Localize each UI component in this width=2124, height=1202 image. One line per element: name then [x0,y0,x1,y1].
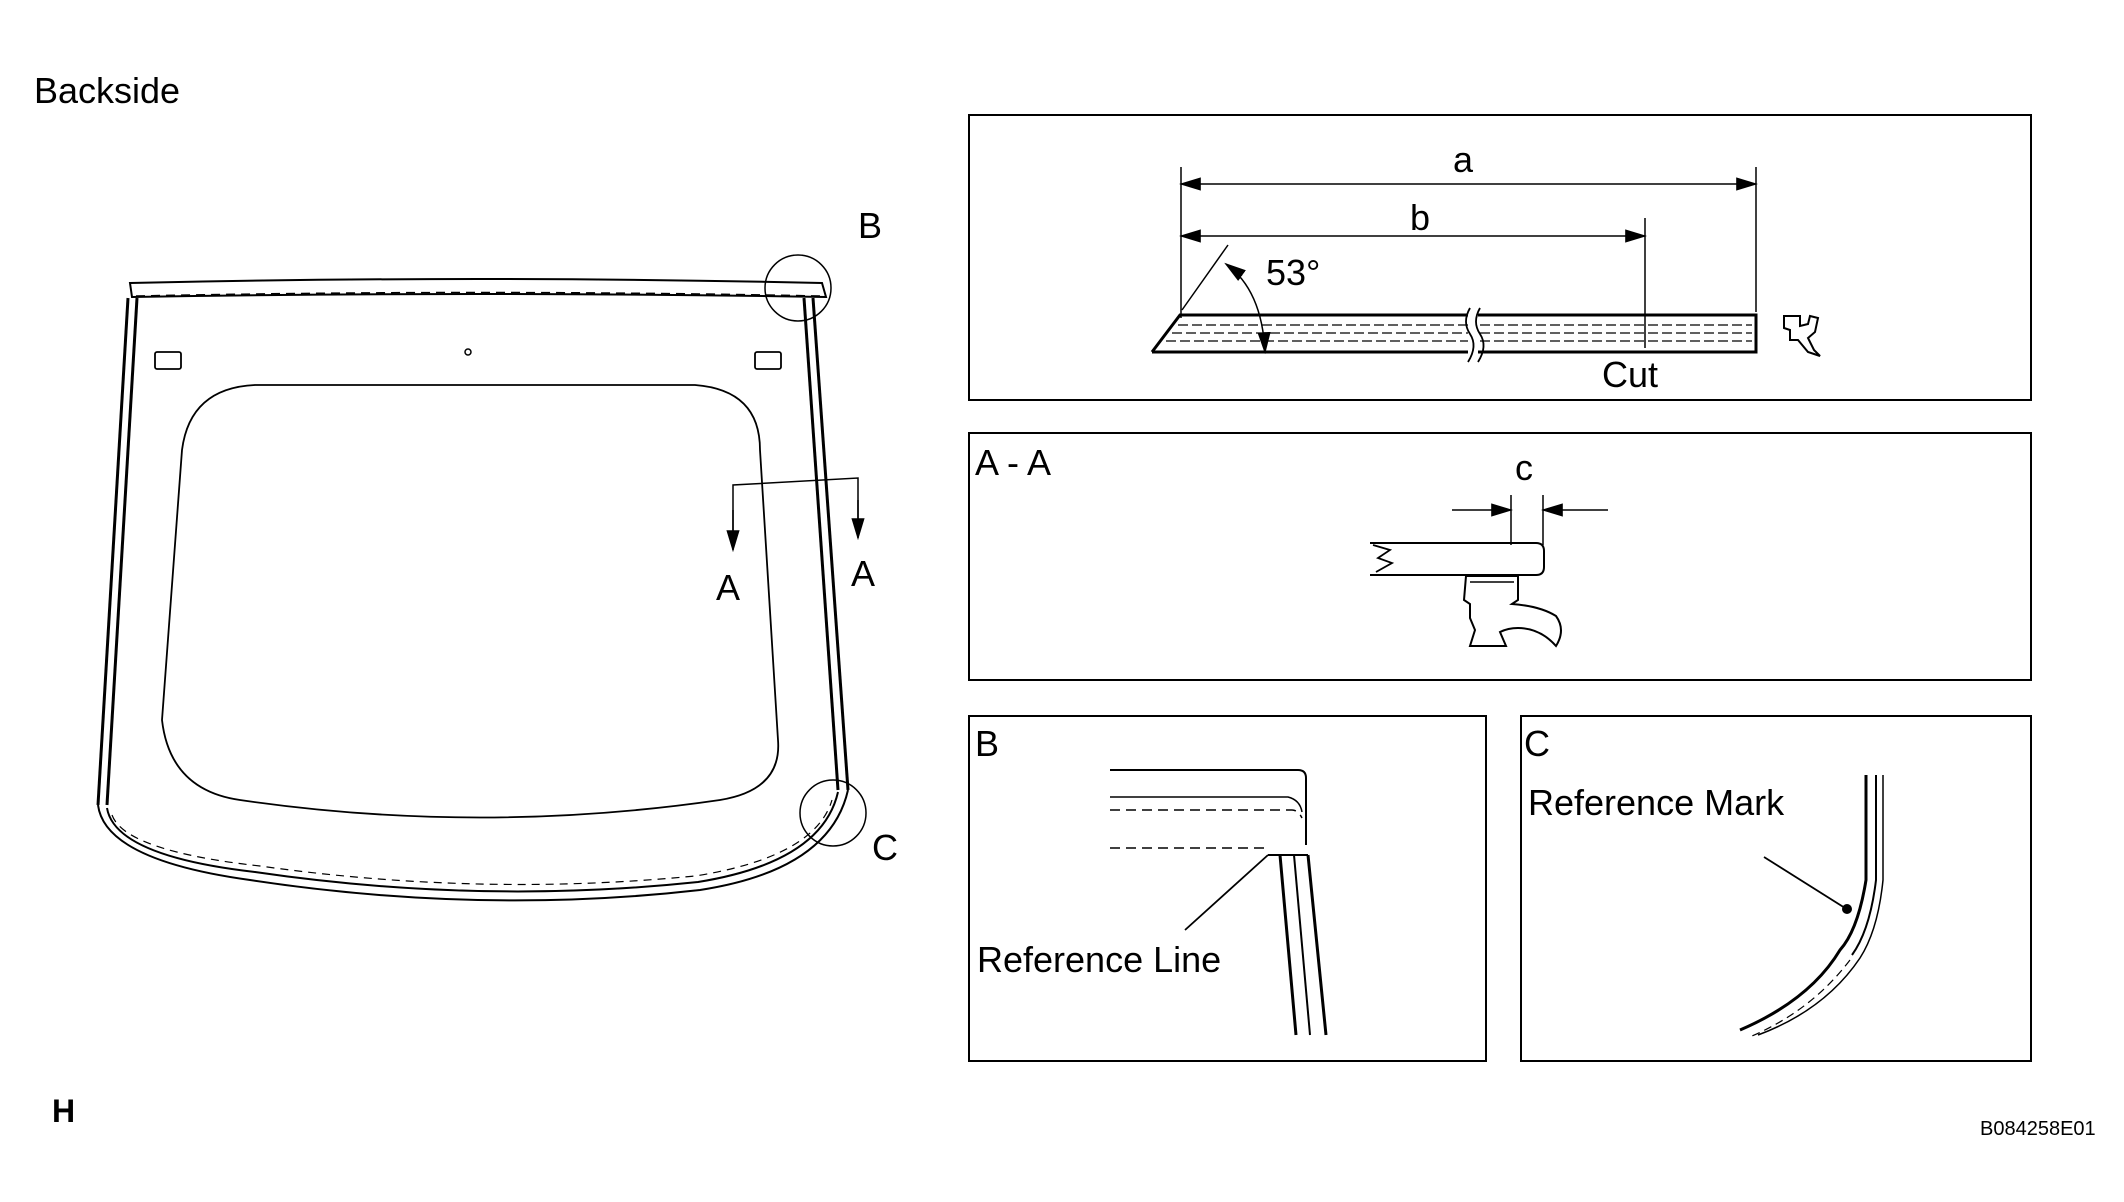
angle-label: 53° [1266,252,1320,293]
cut-dimension-panel: a b 53° Cut [968,114,2032,401]
reference-mark-label: Reference Mark [1528,782,1785,823]
figure-id: B084258E01 [1980,1118,2096,1140]
callout-b-label: B [858,205,882,246]
dimension-c-label: c [1515,447,1533,488]
page-title: Backside [34,70,180,111]
detail-b-panel: B Reference Line [968,715,1487,1062]
section-aa-panel: A - A c [968,432,2032,681]
dimension-a-label: a [1453,139,1474,180]
section-a-left-label: A [716,567,740,608]
section-aa-title: A - A [975,442,1051,483]
dimension-b-label: b [1410,197,1430,238]
detail-c-panel: C Reference Mark [1520,715,2032,1062]
detail-c-title: C [1524,723,1550,764]
footer-mark: H [52,1093,75,1129]
reference-line-label: Reference Line [977,939,1221,980]
callout-c-label: C [872,827,898,868]
cut-label: Cut [1602,354,1658,395]
detail-b-title: B [975,723,999,764]
section-a-right-label: A [851,553,875,594]
backside-panel-drawing [96,254,867,902]
